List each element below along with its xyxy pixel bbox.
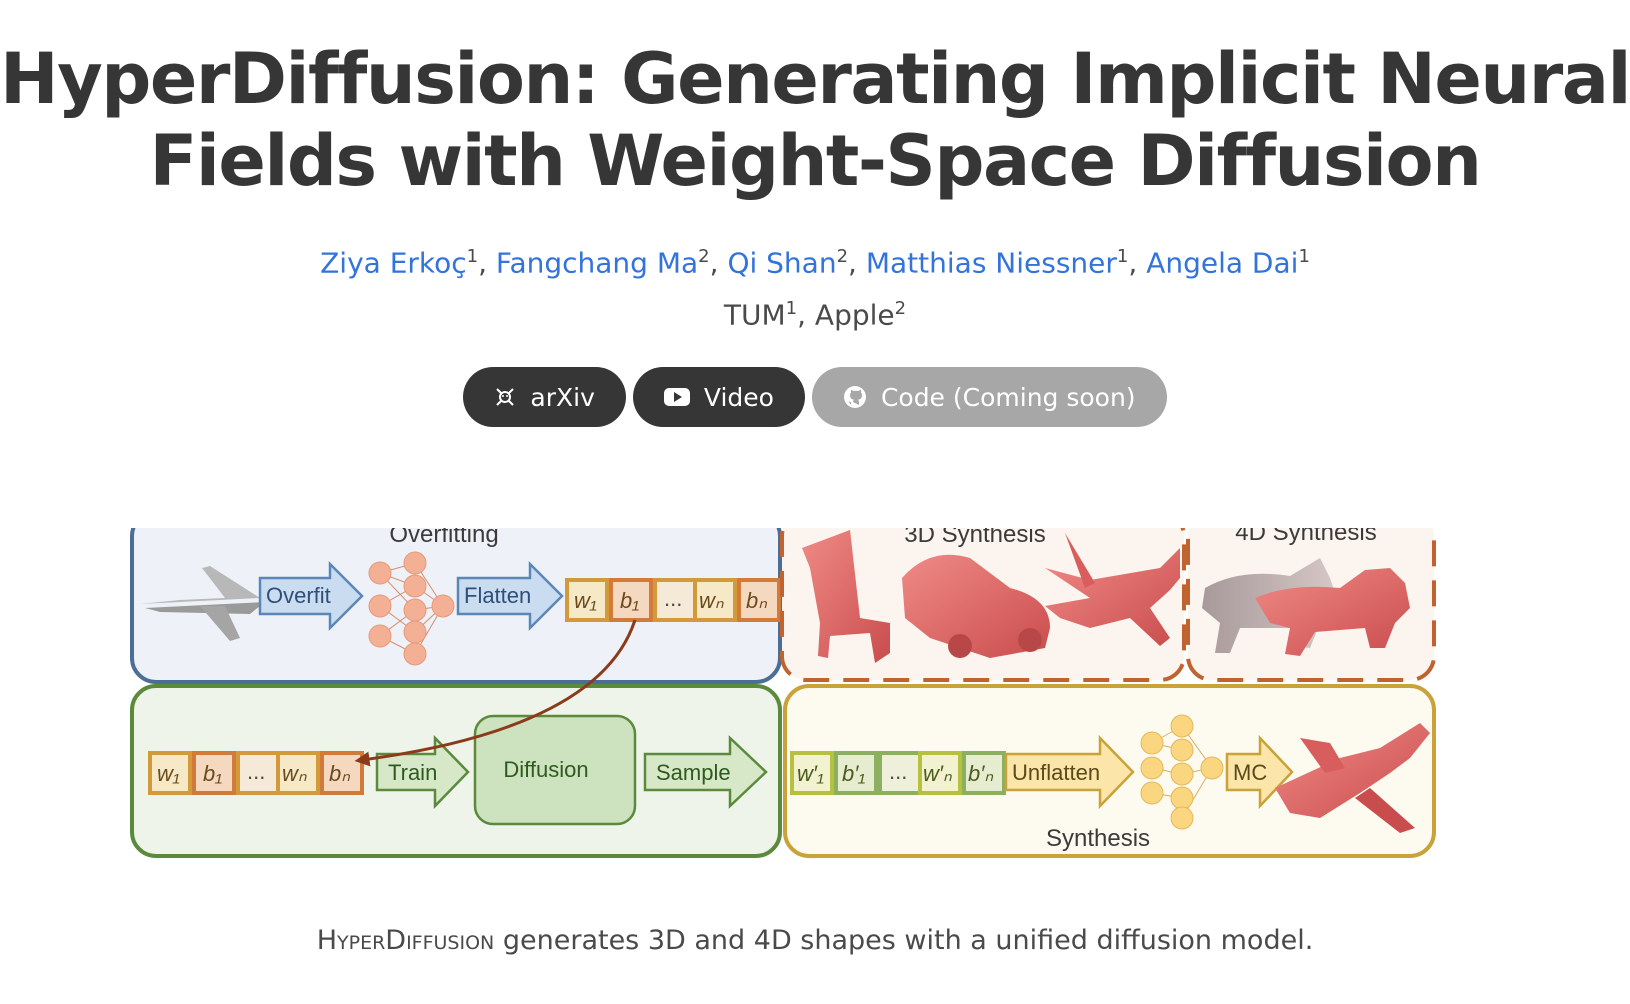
car-shape: [902, 554, 1050, 658]
svg-text:Flatten: Flatten: [464, 583, 531, 608]
svg-text:wₙ: wₙ: [699, 588, 724, 613]
svg-text:Sample: Sample: [656, 760, 731, 785]
svg-text:b′₁: b′₁: [842, 761, 865, 786]
svg-text:w′ₙ: w′ₙ: [923, 761, 952, 786]
svg-text:...: ...: [247, 759, 265, 784]
code-label: Code (Coming soon): [880, 382, 1136, 412]
github-icon: [843, 385, 867, 409]
synthesis-4d-label: 4D Synthesis: [1235, 528, 1376, 546]
synthesis-3d-label: 3D Synthesis: [904, 528, 1045, 548]
mlp-network-icon-synthesis: [1140, 714, 1224, 830]
svg-text:b′ₙ: b′ₙ: [968, 761, 993, 786]
svg-text:wₙ: wₙ: [282, 761, 307, 786]
diffusion-panel: w₁ b₁ ... wₙ bₙ Train Diffusion Sample: [130, 619, 782, 858]
mlp-network-icon: [368, 551, 455, 666]
svg-text:w′₁: w′₁: [797, 761, 824, 786]
affiliation: Apple: [814, 298, 895, 332]
youtube-icon: [663, 387, 690, 407]
author-link[interactable]: Fangchang Ma: [495, 246, 699, 280]
affiliation: TUM: [723, 298, 786, 332]
svg-text:bₙ: bₙ: [329, 761, 350, 786]
flatten-arrow: Flatten: [456, 560, 564, 632]
caption-method-name: HyperDiffusion: [316, 925, 495, 956]
cat-shapes: [1202, 558, 1410, 656]
synthesis-panel: w′₁ b′₁ ... w′ₙ b′ₙ Unflatten MC: [783, 684, 1436, 858]
author-link[interactable]: Matthias Niessner: [865, 246, 1117, 280]
svg-text:b₁: b₁: [203, 761, 222, 786]
title-line-1: HyperDiffusion: Generating Implicit Neur…: [0, 38, 1630, 120]
affiliations: TUM1, Apple2: [723, 298, 907, 332]
svg-text:bₙ: bₙ: [746, 588, 767, 613]
svg-text:w₁: w₁: [574, 588, 597, 613]
overfitting-label: Overfitting: [389, 528, 498, 548]
caption-text: generates 3D and 4D shapes with a unifie…: [494, 925, 1314, 956]
airplane-generated-shape: [1275, 723, 1430, 833]
author-link[interactable]: Qi Shan: [727, 246, 837, 280]
weight-vector-sampled: w′₁ b′₁ ... w′ₙ b′ₙ: [790, 751, 1006, 795]
synthesis-3d-panel: 3D Synthesis: [780, 528, 1186, 682]
synthesis-label: Synthesis: [1046, 825, 1150, 852]
svg-text:...: ...: [664, 586, 682, 611]
video-label: Video: [703, 382, 774, 412]
teaser-figure: Overfitting Overfit Flatten: [130, 528, 1436, 858]
author-list: Ziya Erkoç1, Fangchang Ma2, Qi Shan2, Ma…: [320, 246, 1310, 280]
airplane-pink-shape: [1045, 533, 1180, 646]
svg-text:Train: Train: [388, 760, 437, 785]
link-buttons: arXiv Video Code (Coming soon): [0, 367, 1630, 427]
svg-text:...: ...: [889, 759, 907, 784]
svg-text:b₁: b₁: [620, 588, 639, 613]
unflatten-arrow: Unflatten: [1004, 734, 1135, 810]
title-line-2: Fields with Weight-Space Diffusion: [149, 120, 1482, 202]
sample-arrow: Sample: [643, 735, 768, 809]
svg-text:w₁: w₁: [157, 761, 180, 786]
svg-text:Diffusion: Diffusion: [503, 757, 588, 782]
weight-vector-bottom: w₁ b₁ ... wₙ bₙ: [148, 751, 364, 795]
synthesis-4d-panel: 4D Synthesis: [1186, 528, 1436, 682]
arxiv-label: arXiv: [530, 382, 595, 412]
arxiv-icon: [494, 386, 516, 408]
overfitting-panel: Overfitting Overfit Flatten: [130, 528, 782, 684]
code-button[interactable]: Code (Coming soon): [811, 367, 1167, 427]
airplane-gray-shape: [140, 566, 265, 641]
chair-shape: [802, 530, 890, 663]
arxiv-button[interactable]: arXiv: [463, 367, 626, 427]
overfit-arrow: Overfit: [258, 560, 364, 632]
diffusion-box: Diffusion: [473, 714, 637, 826]
author-link[interactable]: Angela Dai: [1146, 246, 1299, 280]
figure-caption: HyperDiffusion generates 3D and 4D shape…: [0, 925, 1630, 956]
weight-vector-top: w₁ b₁ ... wₙ bₙ: [565, 578, 781, 622]
svg-text:MC: MC: [1233, 760, 1267, 785]
svg-text:Unflatten: Unflatten: [1012, 760, 1100, 785]
curved-flow-arrow: [354, 619, 637, 767]
video-button[interactable]: Video: [632, 367, 805, 427]
page-title: HyperDiffusion: Generating Implicit Neur…: [0, 38, 1630, 202]
svg-text:Overfit: Overfit: [266, 583, 331, 608]
author-link[interactable]: Ziya Erkoç: [320, 246, 467, 280]
